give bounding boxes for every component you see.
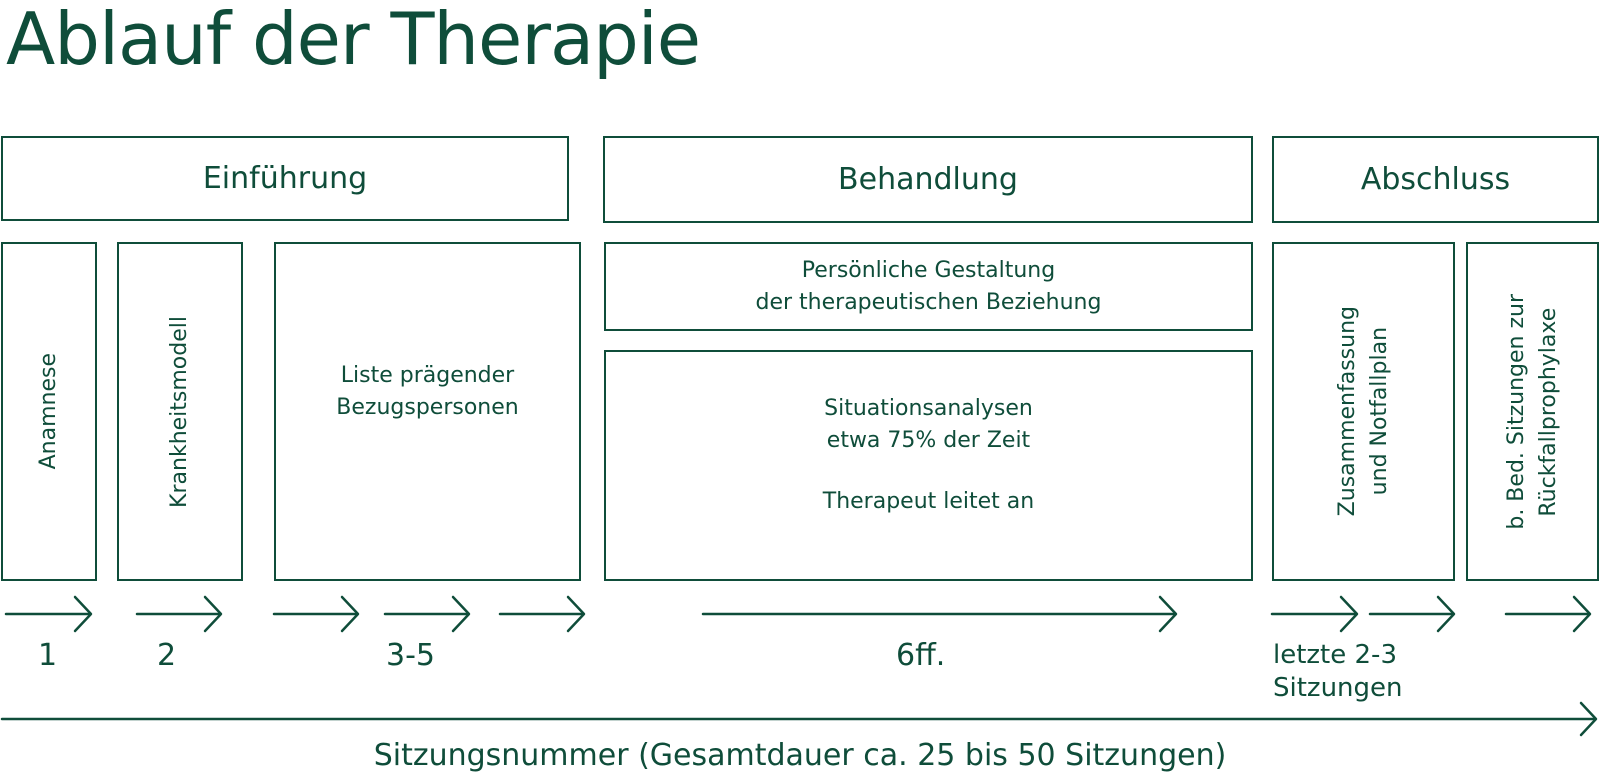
step-situationsanalysen-line-3: Therapeut leitet an <box>822 489 1035 515</box>
step-bezugspersonen: Liste prägender Bezugspersonen <box>274 242 581 581</box>
arrow-8 <box>1368 595 1456 633</box>
session-number-2: 2 <box>157 638 177 673</box>
step-situationsanalysen-line-2: etwa 75% der Zeit <box>826 427 1031 453</box>
step-anamnese: Anamnese <box>1 242 97 581</box>
session-number-letzte: letzte 2-3 Sitzungen <box>1273 639 1403 704</box>
step-bezugspersonen-line-1: Liste prägender <box>340 362 515 388</box>
phase-einfuehrung: Einführung <box>1 136 569 221</box>
session-number-3-5: 3-5 <box>386 638 435 673</box>
arrow-2 <box>135 595 223 633</box>
session-number-6ff: 6ff. <box>896 638 946 673</box>
step-bezugspersonen-line-2: Bezugspersonen <box>336 394 519 420</box>
axis-label: Sitzungsnummer (Gesamtdauer ca. 25 bis 5… <box>373 738 1227 773</box>
step-notfallplan: Zusammenfassung und Notfallplan <box>1272 242 1455 581</box>
phase-behandlung: Behandlung <box>603 136 1253 223</box>
arrow-5 <box>498 595 586 633</box>
step-situationsanalysen-line-1: Situationsanalysen <box>824 395 1033 421</box>
arrow-4 <box>383 595 471 633</box>
step-beziehung: Persönliche Gestaltung der therapeutisch… <box>604 242 1253 331</box>
phase-abschluss-label: Abschluss <box>1360 162 1511 197</box>
phase-abschluss: Abschluss <box>1272 136 1599 223</box>
step-krankheitsmodell: Krankheitsmodell <box>117 242 243 581</box>
arrow-7 <box>1270 595 1359 633</box>
session-letzte-line-1: letzte 2-3 <box>1273 640 1397 670</box>
step-beziehung-line-2: der therapeutischen Beziehung <box>755 289 1102 315</box>
arrow-3 <box>272 595 360 633</box>
page-title: Ablauf der Therapie <box>6 0 701 81</box>
phase-behandlung-label: Behandlung <box>838 162 1018 197</box>
step-beziehung-line-1: Persönliche Gestaltung <box>801 257 1056 283</box>
arrow-9 <box>1504 595 1592 633</box>
arrow-1 <box>4 595 93 633</box>
session-number-1: 1 <box>38 638 58 673</box>
session-letzte-line-2: Sitzungen <box>1273 672 1403 703</box>
step-situationsanalysen: Situationsanalysen etwa 75% der Zeit The… <box>604 350 1253 581</box>
phase-einfuehrung-label: Einführung <box>202 161 368 196</box>
axis-arrow <box>0 701 1598 737</box>
arrow-6 <box>701 595 1178 633</box>
step-prophylaxe: b. Bed. Sitzungen zur Rückfallprophylaxe <box>1466 242 1599 581</box>
